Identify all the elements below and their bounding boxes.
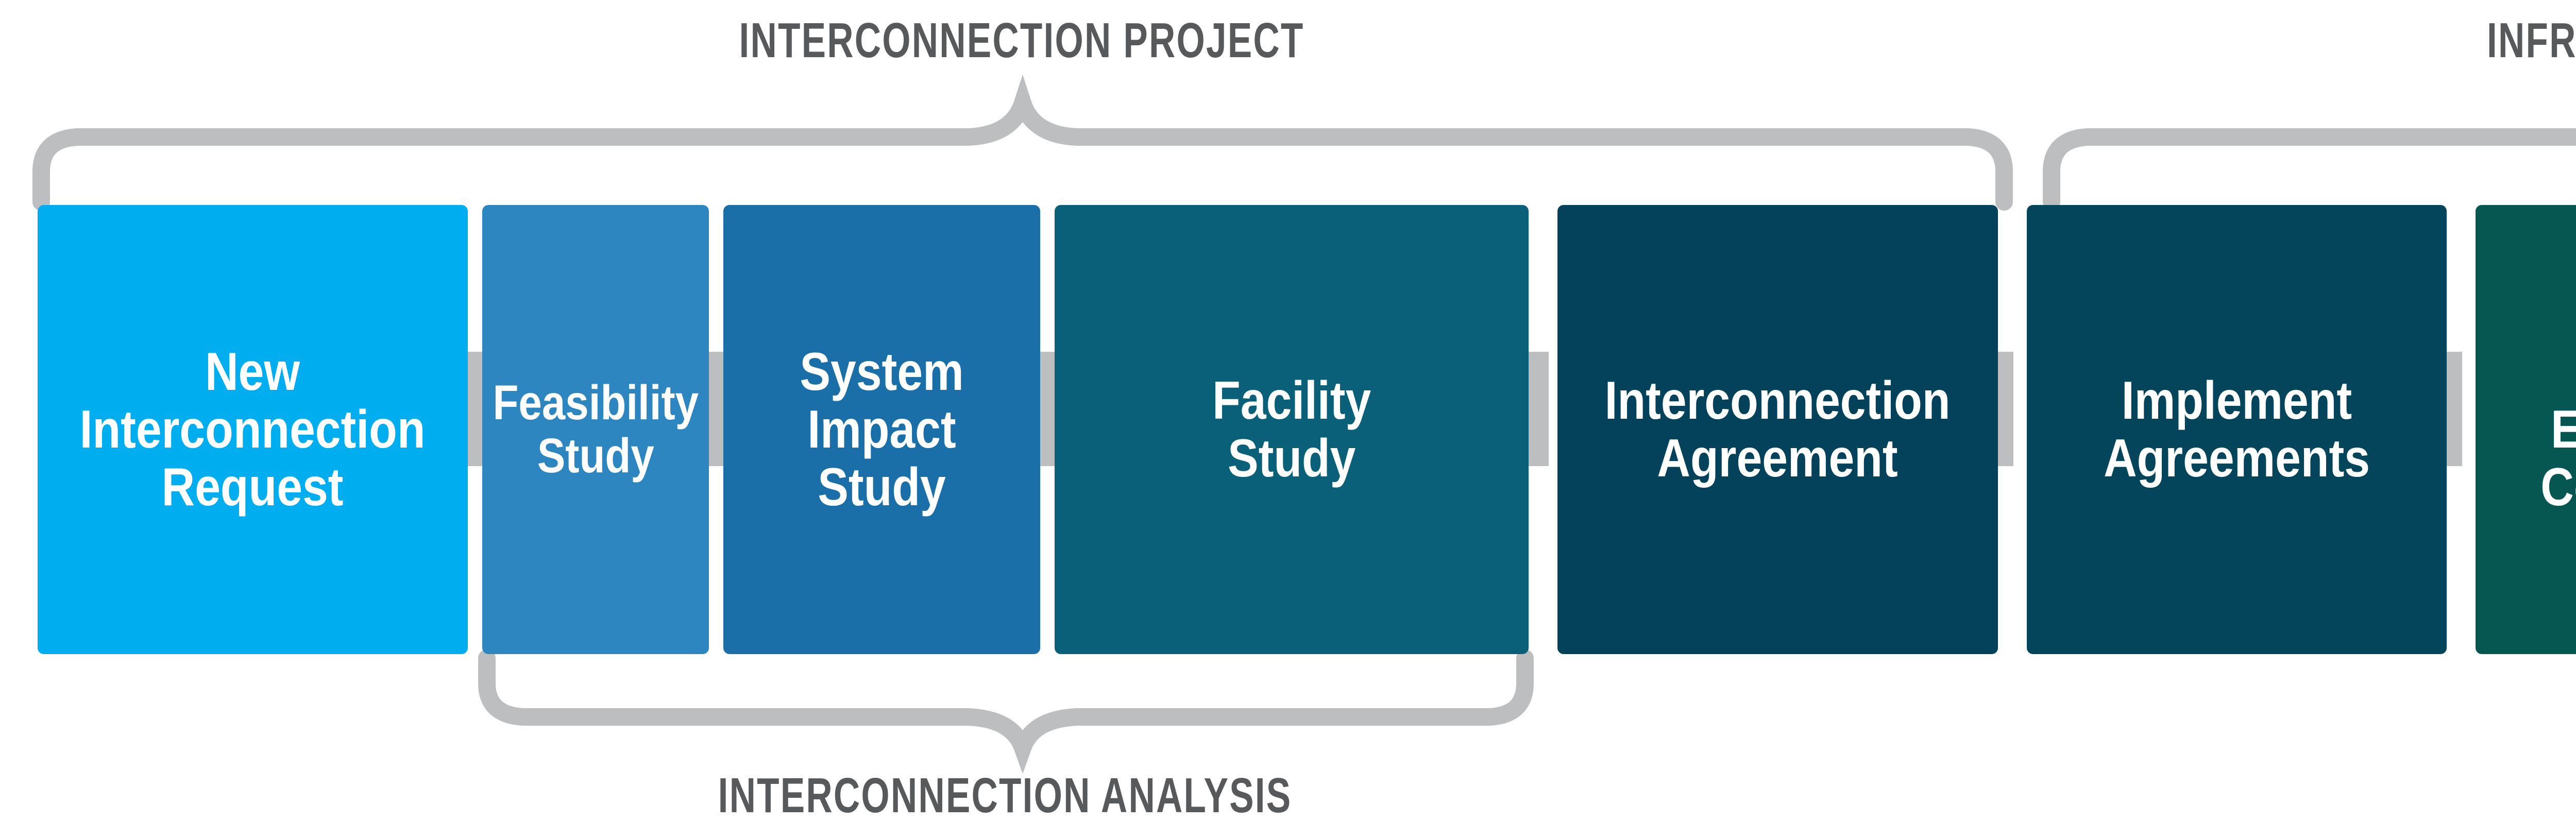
stage-label: Facility Study xyxy=(1212,370,1371,488)
connector-tab xyxy=(1525,352,1549,466)
stage-box-new-interconnection-request[interactable]: New Interconnection Request xyxy=(38,205,468,654)
stage-box-interconnection-agreement[interactable]: Interconnection Agreement xyxy=(1557,205,1998,654)
group-label-interconnection-project: INTERCONNECTION PROJECT xyxy=(739,13,1304,68)
stage-label: Design & Engineering Construction xyxy=(2540,401,2576,518)
group-label-interconnection-analysis: INTERCONNECTION ANALYSIS xyxy=(718,768,1292,823)
stage-box-facility-study[interactable]: Facility Study xyxy=(1055,205,1529,654)
stage-box-system-impact-study[interactable]: System Impact Study xyxy=(723,205,1040,654)
stage-label: System Impact Study xyxy=(800,341,964,518)
bracket-interconnection-analysis xyxy=(478,649,1534,774)
bracket-interconnection-project xyxy=(32,74,2013,211)
stage-box-design-engineering-construction[interactable]: Design & Engineering Construction xyxy=(2476,205,2576,654)
group-label-infrastructure-coordination: INFRASTRUCTURE COORDINATION xyxy=(2487,13,2576,68)
stage-label: New Interconnection Request xyxy=(80,341,426,518)
stage-label: Interconnection Agreement xyxy=(1605,370,1951,488)
bracket-infrastructure-coordination xyxy=(2043,128,2576,211)
stage-label: Feasibility Study xyxy=(493,375,699,483)
stage-label: Implement Agreements xyxy=(2104,370,2370,488)
stage-box-feasibility-study[interactable]: Feasibility Study xyxy=(482,205,709,654)
stage-box-implement-agreements[interactable]: Implement Agreements xyxy=(2027,205,2447,654)
